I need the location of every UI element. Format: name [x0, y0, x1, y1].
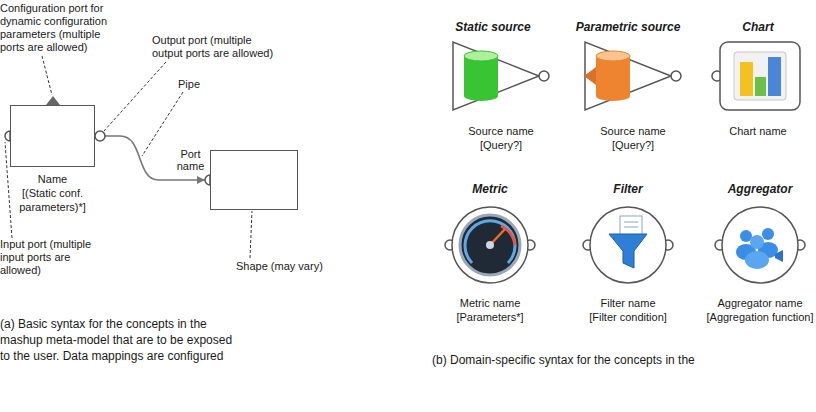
output-port	[95, 131, 105, 141]
source-triangle	[453, 42, 539, 110]
static-source: Static sourceSource name [Query?]	[451, 40, 551, 112]
gauge-face	[460, 215, 520, 275]
leader-line	[250, 211, 252, 258]
output-port	[539, 71, 549, 81]
component-label: Name [(Static conf. parameters)*]	[5, 172, 100, 214]
component-label: Filter name [Filter condition]	[548, 296, 708, 324]
chart-bar	[768, 57, 781, 96]
component-box: Name [(Static conf. parameters)*]	[10, 105, 95, 167]
cylinder-body	[596, 56, 630, 96]
port-name: Port name	[174, 148, 207, 172]
configuration-port	[46, 96, 60, 105]
gauge-hub	[486, 241, 494, 249]
person-body	[745, 251, 769, 269]
callout-note: Output port (multiple output ports are a…	[152, 34, 277, 60]
leader-lines	[5, 56, 252, 258]
static-source-outline	[451, 40, 551, 112]
component-label: Metric name [Parameters*]	[410, 296, 570, 324]
cylinder-top	[464, 51, 498, 61]
figure-caption: (b) Domain-specific syntax for the conce…	[432, 352, 695, 368]
chart-component: ChartChart name	[712, 40, 804, 112]
filter-paper-line	[624, 222, 638, 223]
configuration-port	[584, 67, 596, 85]
aggregator-component: AggregatorAggregator name [Aggregation f…	[713, 202, 807, 288]
output-port	[671, 71, 681, 81]
chart-backdrop	[734, 52, 786, 100]
callout-note: Shape (may vary)	[236, 260, 323, 273]
chart-bar	[755, 77, 766, 96]
filter-component-outline	[581, 202, 675, 288]
aggregator-component-outline	[713, 202, 807, 288]
component-title: Parametric source	[576, 20, 681, 34]
person-head	[750, 235, 764, 249]
parametric-source-outline	[583, 40, 683, 112]
chart-bar	[740, 62, 753, 96]
cylinder-body	[464, 56, 498, 96]
component-title: Filter	[613, 182, 642, 196]
component-circle	[590, 207, 666, 283]
filter-funnel	[609, 234, 647, 268]
callout-note: Input port (multiple input ports are all…	[0, 238, 100, 277]
source-triangle	[585, 42, 671, 110]
component-box: Port name	[210, 150, 298, 210]
filter-paper-line	[624, 227, 638, 228]
component-label: Chart name	[683, 124, 816, 138]
pipe-connector	[95, 136, 210, 180]
parametric-source: Parametric sourceSource name [Query?]	[583, 40, 683, 112]
leader-line	[104, 62, 166, 131]
chart-box	[720, 42, 800, 110]
metric-component-outline	[443, 202, 537, 288]
component-label: Source name [Query?]	[426, 124, 576, 152]
component-title: Chart	[742, 20, 773, 34]
aggregate-mark	[775, 250, 783, 262]
component-title: Metric	[472, 182, 507, 196]
callout-note: Configuration port for dynamic configura…	[0, 2, 122, 54]
component-label: Aggregator name [Aggregation function]	[680, 296, 816, 324]
figure-caption: (a) Basic syntax for the concepts in the…	[0, 316, 240, 364]
component-label: Source name [Query?]	[558, 124, 708, 152]
component-title: Static source	[455, 20, 530, 34]
component-circle	[722, 207, 798, 283]
chart-component-outline	[712, 40, 804, 112]
leader-line	[42, 56, 52, 95]
filter-component: FilterFilter name [Filter condition]	[581, 202, 675, 288]
component-title: Aggregator	[728, 182, 793, 196]
component-circle	[452, 207, 528, 283]
callout-note: Pipe	[178, 78, 200, 91]
metric-component: MetricMetric name [Parameters*]	[443, 202, 537, 288]
person-head	[762, 228, 774, 240]
gauge-scale	[465, 221, 515, 263]
leader-line	[142, 92, 183, 156]
gauge-scale	[501, 226, 515, 245]
person-head	[740, 230, 752, 242]
cylinder-top	[596, 51, 630, 61]
